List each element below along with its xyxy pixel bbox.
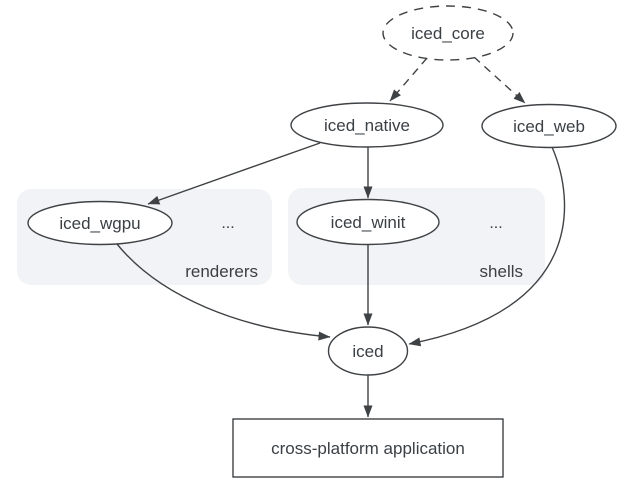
group-renderers-label: renderers — [185, 262, 258, 281]
node-iced-web-label: iced_web — [513, 117, 585, 136]
edge-iced_web-iced — [408, 146, 566, 347]
node-iced-winit: iced_winit — [296, 198, 440, 246]
node-iced: iced — [327, 326, 409, 376]
node-iced-core-label: iced_core — [411, 24, 485, 43]
group-shells-ellipsis: ... — [489, 215, 502, 232]
node-iced-core: iced_core — [382, 5, 514, 61]
group-renderers-ellipsis: ... — [221, 215, 234, 232]
node-application-label: cross-platform application — [271, 439, 465, 458]
node-iced-shape — [327, 326, 409, 376]
node-iced-wgpu: iced_wgpu — [27, 200, 173, 246]
group-shells-label: shells — [480, 262, 523, 281]
edge-iced_native-iced_wgpu — [147, 142, 321, 205]
node-iced-native-shape — [290, 102, 444, 148]
edge-iced_wgpu-iced — [116, 243, 331, 341]
edges — [116, 56, 566, 418]
node-iced-wgpu-label: iced_wgpu — [59, 214, 140, 233]
node-iced-native-label: iced_native — [324, 116, 410, 135]
node-iced-core-shape — [382, 5, 514, 61]
node-iced-wgpu-shape — [27, 200, 173, 246]
node-iced-native: iced_native — [290, 102, 444, 148]
node-application-shape — [232, 418, 504, 478]
node-iced-winit-label: iced_winit — [331, 213, 406, 232]
node-application: cross-platform application — [232, 418, 504, 478]
edge-iced_core-iced_native — [389, 57, 428, 102]
node-iced-label: iced — [352, 342, 383, 361]
node-iced-web: iced_web — [481, 103, 617, 149]
node-iced-winit-shape — [296, 198, 440, 246]
node-iced-web-shape — [481, 103, 617, 149]
edge-iced_core-iced_web — [473, 56, 526, 104]
